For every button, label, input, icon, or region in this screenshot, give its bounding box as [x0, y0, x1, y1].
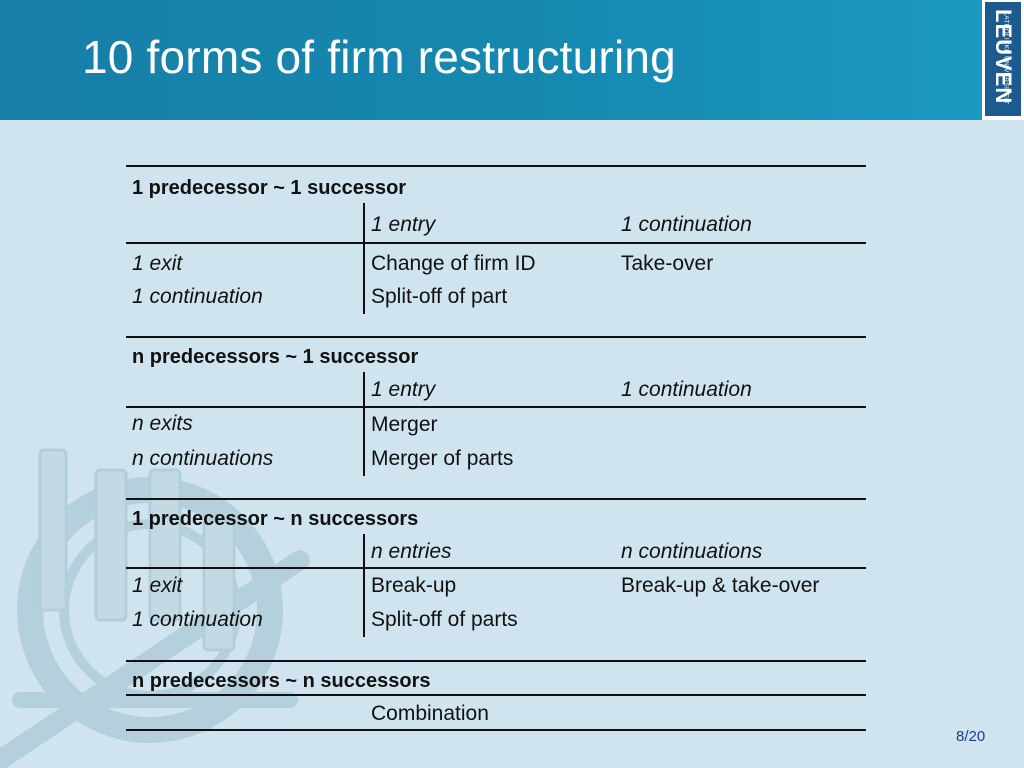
row-label: n exits [132, 412, 193, 435]
table-rule [126, 567, 866, 569]
table-cell: Split-off of parts [371, 608, 518, 631]
column-header: 1 continuation [621, 213, 752, 236]
slide-title: 10 forms of firm restructuring [82, 31, 676, 83]
logo-subtitle: KATHOLIEKE UNIVERSITEIT [1002, 10, 1010, 105]
slide-header: 10 forms of firm restructuring LEUVEN KA… [0, 0, 1024, 120]
column-divider [363, 203, 365, 314]
column-header: 1 entry [371, 213, 436, 236]
table-cell: Combination [371, 702, 489, 725]
table-cell: Break-up & take-over [621, 574, 820, 597]
section-1-1: 1 predecessor ~ 1 successor 1 entry 1 co… [126, 165, 866, 315]
table-rule [126, 729, 866, 731]
section-n-n: n predecessors ~ n successors Combinatio… [126, 660, 866, 732]
table-cell: Merger [371, 413, 438, 436]
row-label: 1 exit [132, 252, 183, 275]
table-rule [126, 406, 866, 408]
page-number: 8/20 [956, 728, 986, 745]
section-title: n predecessors ~ 1 successor [132, 346, 419, 368]
table-rule [126, 660, 866, 662]
table-rule [126, 242, 866, 244]
row-label: n continuations [132, 447, 274, 470]
table-cell: Change of firm ID [371, 252, 536, 275]
table-cell: Merger of parts [371, 447, 514, 470]
row-label: 1 continuation [132, 285, 263, 308]
column-header: n entries [371, 540, 452, 563]
table-rule [126, 336, 866, 338]
section-n-1: n predecessors ~ 1 successor 1 entry 1 c… [126, 336, 866, 476]
section-1-n: 1 predecessor ~ n successors n entries n… [126, 498, 866, 638]
section-title: n predecessors ~ n successors [132, 670, 431, 692]
column-divider [363, 534, 365, 637]
column-header: 1 continuation [621, 378, 752, 401]
section-title: 1 predecessor ~ n successors [132, 508, 419, 530]
ku-leuven-logo: LEUVEN KATHOLIEKE UNIVERSITEIT [982, 0, 1024, 120]
row-label: 1 continuation [132, 608, 263, 631]
column-divider [363, 372, 365, 476]
table-rule [126, 165, 866, 167]
column-header: n continuations [621, 540, 763, 563]
section-title: 1 predecessor ~ 1 successor [132, 177, 407, 199]
table-rule [126, 694, 866, 696]
table-cell: Break-up [371, 574, 457, 597]
table-cell: Split-off of part [371, 285, 508, 308]
table-rule [126, 498, 866, 500]
column-header: 1 entry [371, 378, 436, 401]
table-cell: Take-over [621, 252, 714, 275]
row-label: 1 exit [132, 574, 183, 597]
